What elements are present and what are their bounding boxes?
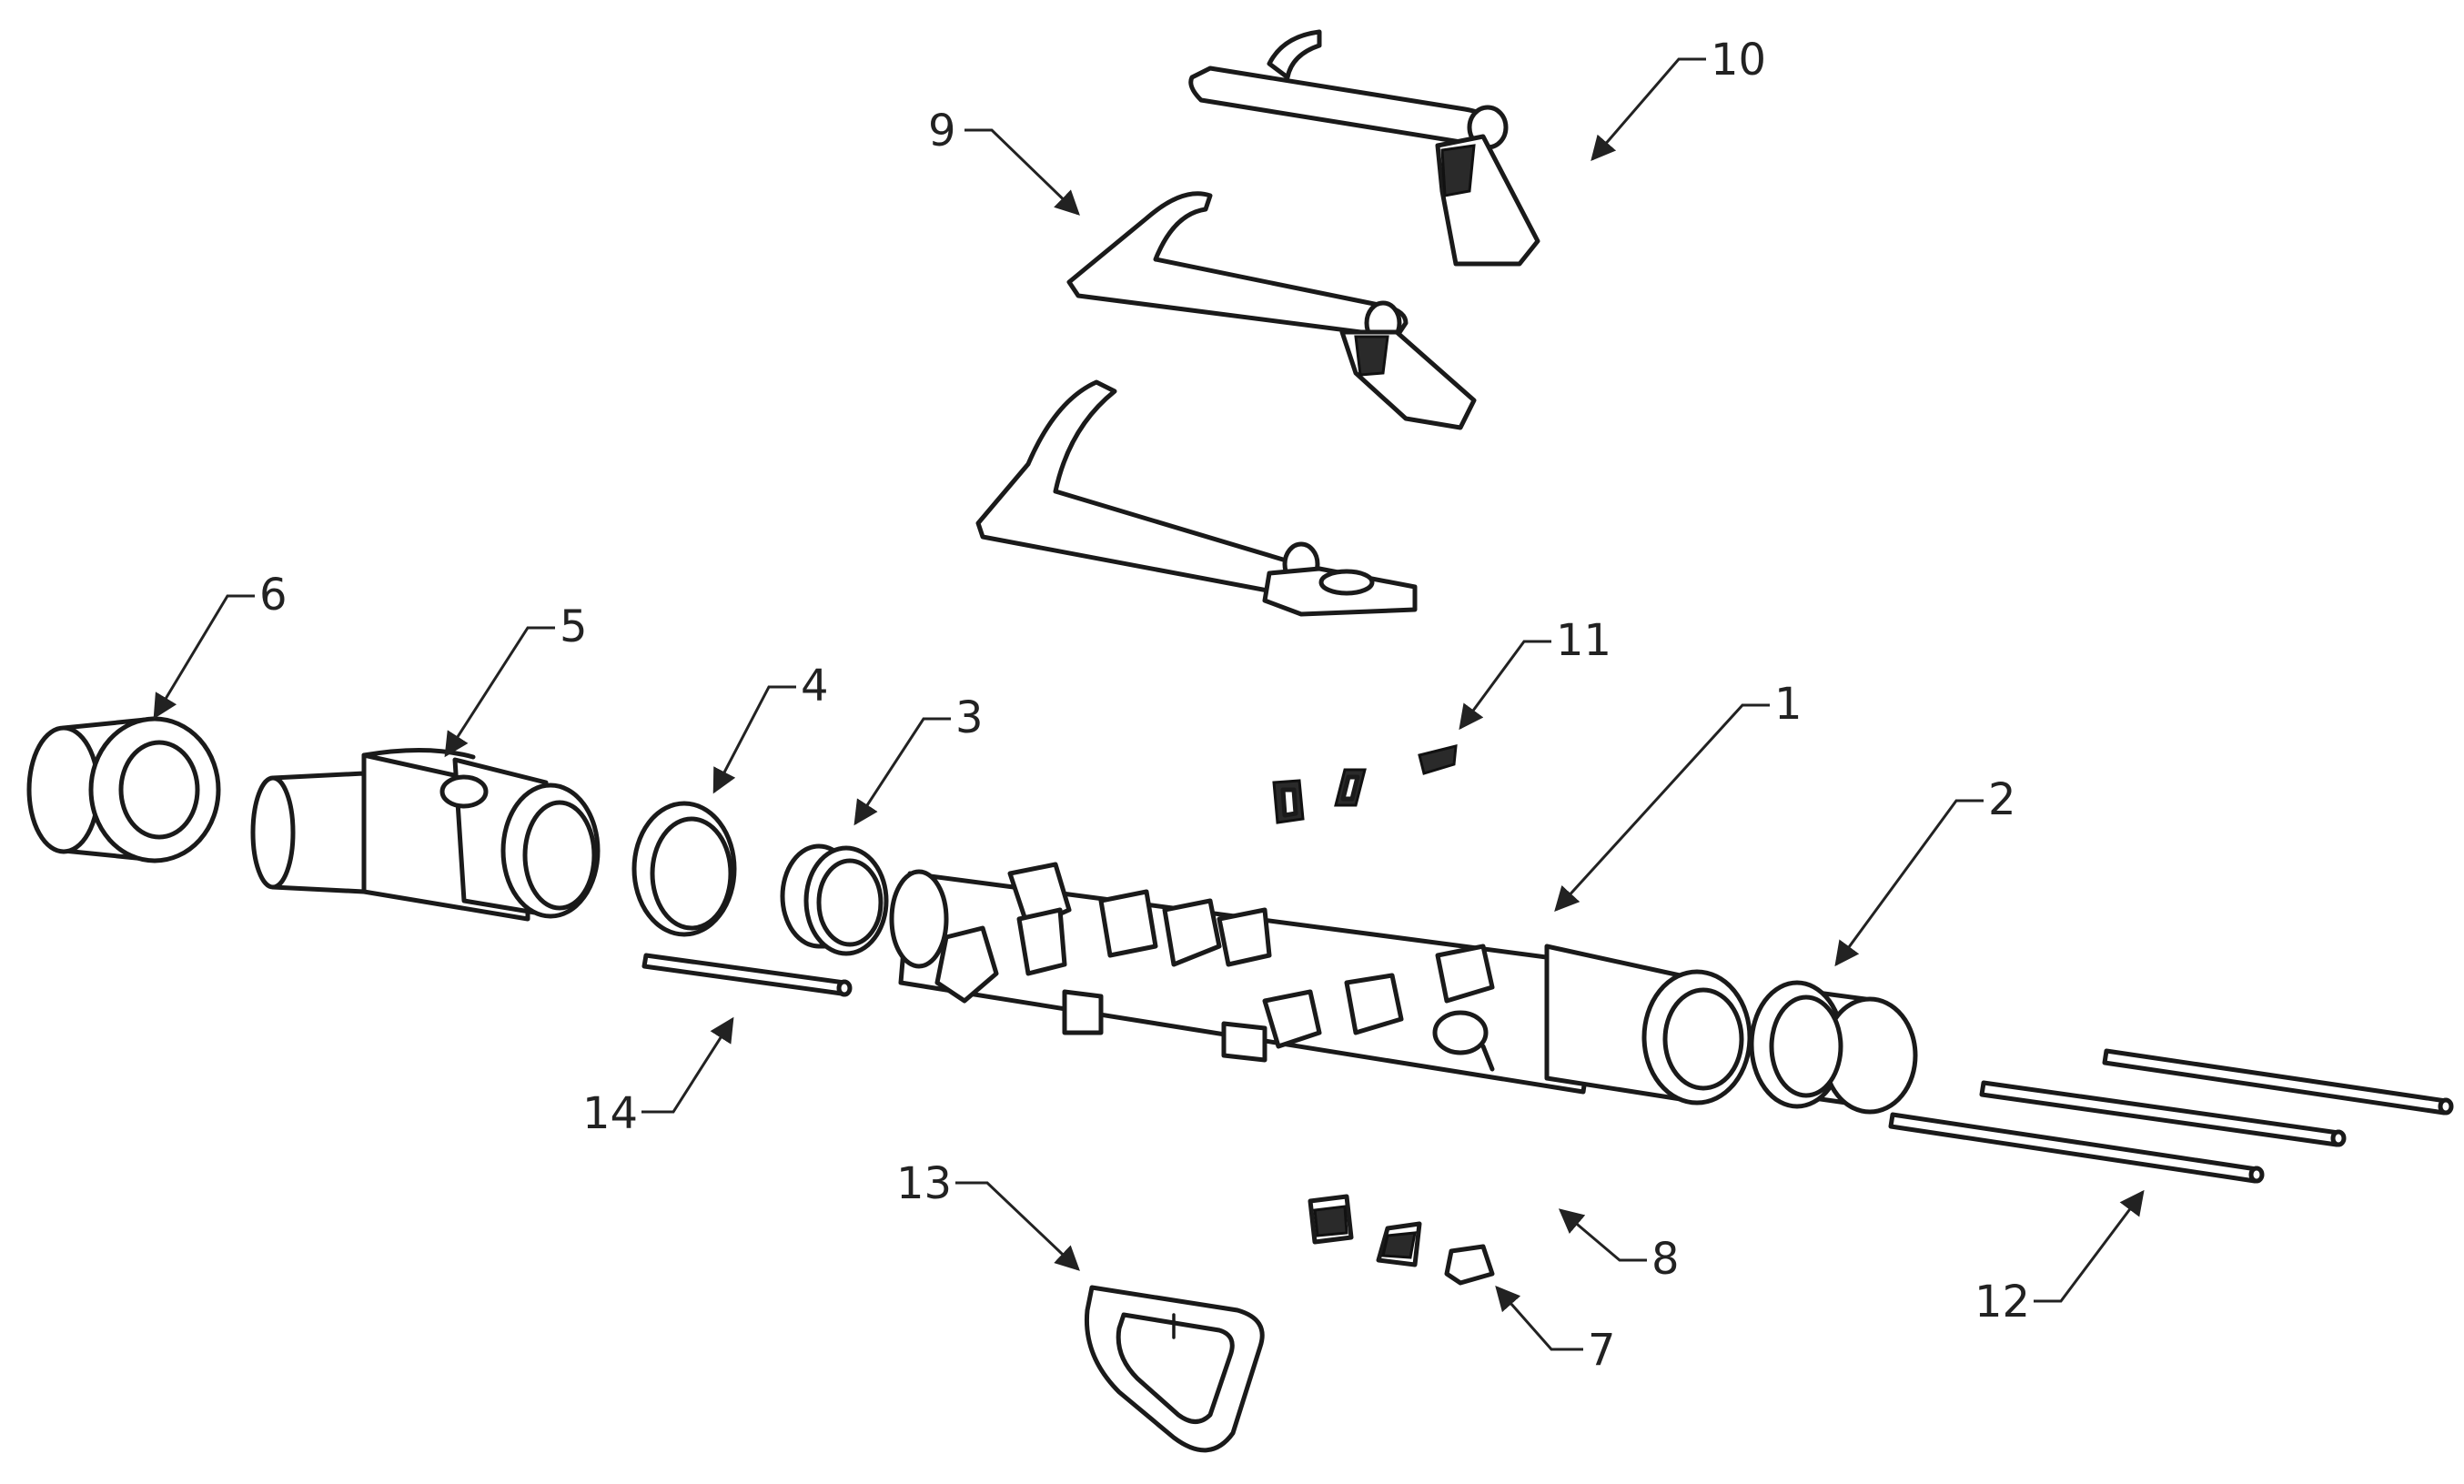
- part-9-levers: [975, 29, 1540, 617]
- part-12-pins: [1888, 1048, 2454, 1184]
- part-14-pin: [641, 953, 853, 997]
- callout-10: 10: [1711, 35, 1766, 86]
- callout-labels: 1 2 3 4 5 6 7 8 9 10 11 12 13 14: [259, 35, 2030, 1376]
- part-13-bracket: [1084, 1285, 1265, 1453]
- callout-1: 1: [1774, 679, 1803, 730]
- callout-8: 8: [1651, 1234, 1680, 1285]
- callout-3: 3: [955, 692, 984, 743]
- part-2-collar: [1749, 980, 1918, 1115]
- part-6-sleeve: [26, 716, 221, 863]
- callout-11: 11: [1556, 615, 1611, 666]
- callout-14: 14: [582, 1088, 638, 1139]
- callout-9: 9: [928, 106, 956, 156]
- callout-7: 7: [1588, 1325, 1616, 1376]
- callout-12: 12: [1974, 1277, 2030, 1328]
- part-4-ring: [631, 801, 737, 937]
- part-5-connector: [250, 748, 601, 922]
- callout-4: 4: [801, 661, 829, 712]
- callout-5: 5: [560, 601, 588, 652]
- part-3-bushing: [780, 843, 889, 956]
- callout-13: 13: [896, 1158, 952, 1209]
- callout-6: 6: [259, 570, 288, 621]
- callout-2: 2: [1988, 774, 2016, 825]
- part-7-blocks: [1308, 1194, 1495, 1286]
- part-1-main-body: [889, 862, 1752, 1105]
- part-11-seals: [1272, 744, 1458, 824]
- leader-lines: [153, 57, 2145, 1351]
